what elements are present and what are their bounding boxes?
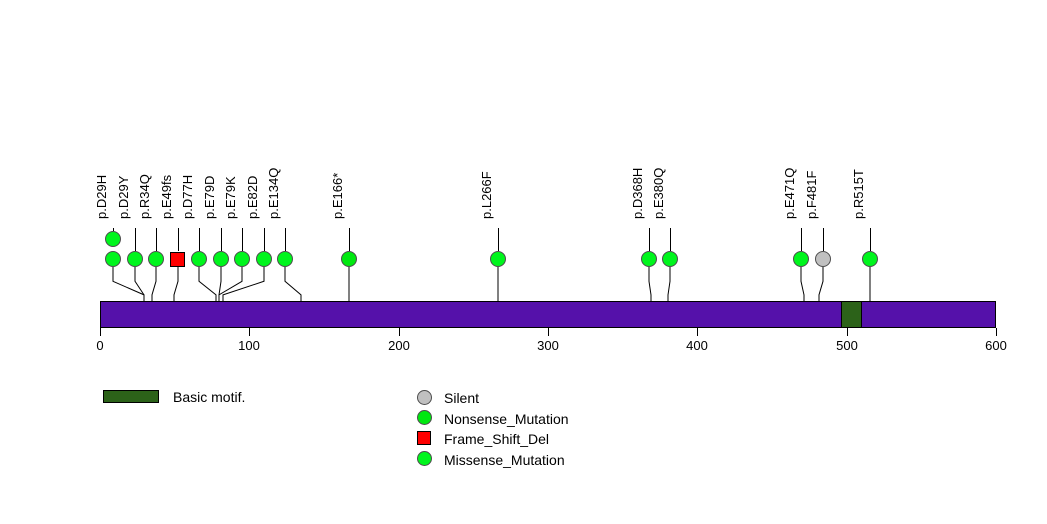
lollipop-connector bbox=[800, 267, 804, 301]
axis-tick bbox=[399, 328, 400, 336]
lollipop-stem bbox=[284, 228, 286, 251]
protein-backbone bbox=[100, 301, 996, 328]
lollipop-connector bbox=[648, 267, 651, 301]
lollipop-connector bbox=[218, 267, 242, 301]
mutation-marker[interactable] bbox=[640, 251, 657, 267]
lollipop-connector bbox=[497, 267, 498, 301]
lollipop-stem bbox=[348, 228, 350, 251]
mutation-marker[interactable] bbox=[104, 231, 121, 247]
mutation-marker[interactable] bbox=[861, 251, 878, 267]
legend-marker-frame-shift-del[interactable] bbox=[417, 431, 431, 446]
lollipop-stem bbox=[822, 228, 824, 251]
lollipop-stem bbox=[155, 228, 157, 251]
mutation-label: p.E380Q bbox=[650, 167, 666, 219]
mutation-label: p.E79K bbox=[222, 176, 238, 219]
axis-tick bbox=[100, 328, 101, 336]
mutation-marker[interactable] bbox=[814, 251, 831, 267]
axis-tick bbox=[249, 328, 250, 336]
legend-swatch-basic-motif[interactable] bbox=[103, 390, 159, 403]
legend-label-basic-motif: Basic motif. bbox=[173, 389, 246, 405]
mutation-label: p.D29H bbox=[93, 174, 109, 219]
mutation-marker[interactable] bbox=[255, 251, 272, 267]
axis-tick-label: 100 bbox=[238, 338, 260, 353]
legend-marker-missense-mutation[interactable] bbox=[416, 451, 432, 467]
mutation-label: p.R34Q bbox=[136, 174, 152, 219]
mutation-label: p.R515T bbox=[850, 169, 866, 219]
mutation-label: p.L266F bbox=[478, 171, 494, 219]
lollipop-connector bbox=[134, 267, 144, 301]
legend-label-missense-mutation: Missense_Mutation bbox=[444, 451, 565, 468]
axis-tick-label: 200 bbox=[388, 338, 410, 353]
mutation-marker[interactable] bbox=[170, 251, 185, 267]
mutation-marker[interactable] bbox=[489, 251, 506, 267]
lollipop-stem bbox=[497, 228, 499, 251]
axis-tick-label: 0 bbox=[96, 338, 104, 353]
mutation-label: p.E49fs bbox=[158, 174, 174, 219]
lollipop-stem bbox=[112, 228, 114, 231]
mutation-marker[interactable] bbox=[104, 251, 121, 267]
mutation-label: p.D368H bbox=[629, 167, 645, 219]
mutation-label: p.E166* bbox=[329, 172, 345, 219]
lollipop-connector bbox=[222, 267, 264, 301]
lollipop-connector bbox=[151, 267, 156, 301]
lollipop-stem bbox=[263, 228, 265, 251]
mutation-label: p.E471Q bbox=[781, 167, 797, 219]
mutation-label: p.E134Q bbox=[265, 167, 281, 219]
lollipop-connector bbox=[284, 267, 301, 301]
mutation-marker[interactable] bbox=[276, 251, 293, 267]
mutation-marker[interactable] bbox=[190, 251, 207, 267]
lollipop-stem bbox=[669, 228, 671, 251]
mutation-marker[interactable] bbox=[233, 251, 250, 267]
lollipop-stem bbox=[177, 228, 179, 251]
mutation-marker[interactable] bbox=[126, 251, 143, 267]
mutation-label: p.F481F bbox=[803, 170, 819, 219]
lollipop-connector bbox=[667, 267, 670, 301]
mutation-marker[interactable] bbox=[212, 251, 229, 267]
domain-block-basic-motif[interactable] bbox=[840, 301, 862, 328]
axis-tick bbox=[697, 328, 698, 336]
lollipop-connector bbox=[818, 267, 823, 301]
mutation-label: p.E79D bbox=[201, 175, 217, 219]
lollipop-connector bbox=[198, 267, 216, 301]
lollipop-connector bbox=[173, 267, 178, 301]
lollipop-stem bbox=[198, 228, 200, 251]
mutation-marker[interactable] bbox=[147, 251, 164, 267]
mutation-marker[interactable] bbox=[661, 251, 678, 267]
lollipop-connector bbox=[869, 267, 870, 301]
mutation-label: p.D29Y bbox=[115, 175, 131, 219]
axis-tick bbox=[847, 328, 848, 336]
axis-tick bbox=[996, 328, 997, 336]
legend-marker-silent[interactable] bbox=[416, 389, 432, 405]
axis-tick-label: 400 bbox=[686, 338, 708, 353]
lollipop-connector bbox=[348, 267, 349, 301]
mutation-marker[interactable] bbox=[340, 251, 357, 267]
legend-label-nonsense-mutation: Nonsense_Mutation bbox=[444, 410, 569, 427]
axis-tick-label: 500 bbox=[836, 338, 858, 353]
axis-tick bbox=[548, 328, 549, 336]
lollipop-stem bbox=[648, 228, 650, 251]
legend-marker-nonsense-mutation[interactable] bbox=[416, 410, 432, 426]
lollipop-stem bbox=[241, 228, 243, 251]
lollipop-stem bbox=[800, 228, 802, 251]
mutation-marker[interactable] bbox=[792, 251, 809, 267]
mutation-label: p.E82D bbox=[244, 175, 260, 219]
axis-tick-label: 600 bbox=[985, 338, 1007, 353]
lollipop-stem bbox=[220, 228, 222, 251]
lollipop-stem bbox=[134, 228, 136, 251]
legend-label-silent: Silent bbox=[444, 390, 480, 406]
axis-tick-label: 300 bbox=[537, 338, 559, 353]
legend-label-frame-shift-del: Frame_Shift_Del bbox=[444, 431, 550, 448]
lollipop-stem bbox=[869, 228, 871, 251]
mutation-label: p.D77H bbox=[179, 174, 195, 219]
